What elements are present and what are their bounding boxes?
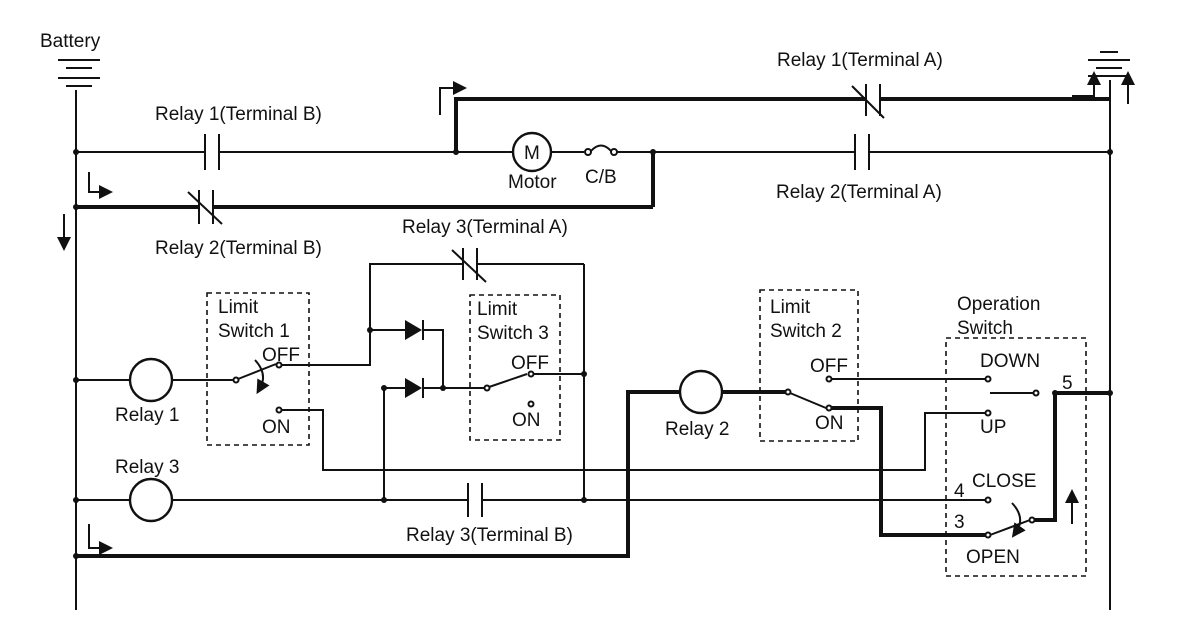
relay3-terminal-b-label: Relay 3(Terminal B) (406, 525, 573, 546)
relay1-terminal-b-no-contact (204, 134, 220, 170)
operation-switch-label-line1: Operation (957, 294, 1040, 315)
limit-switch-2-on-label: ON (815, 413, 844, 434)
battery-label: Battery (40, 31, 101, 52)
arrow-icon (439, 81, 467, 115)
operation-switch-label-line2: Switch (957, 318, 1013, 339)
relay3-coil (128, 477, 174, 523)
terminal-3-label: 3 (954, 512, 965, 533)
terminal-4-label: 4 (954, 481, 965, 502)
motor-symbol-label: M (524, 143, 540, 164)
limit-switch-1 (206, 292, 310, 446)
relay3-coil-label: Relay 3 (115, 457, 179, 478)
limit-switch-1-label-line2: Switch 1 (218, 321, 290, 342)
operation-switch (945, 337, 1087, 577)
relay2-terminal-b-nc-contact (187, 190, 223, 225)
arrow-icon (88, 524, 113, 555)
terminal-5-label: 5 (1062, 373, 1073, 394)
relay3-terminal-a-nc-contact (451, 248, 487, 283)
relay1-terminal-a-label: Relay 1(Terminal A) (777, 50, 943, 71)
limit-switch-2-off-label: OFF (810, 356, 848, 377)
limit-switch-2-label-line1: Limit (770, 297, 811, 318)
operation-switch-down-label: DOWN (980, 351, 1040, 372)
relay3-terminal-b-no-contact (467, 483, 483, 517)
limit-switch-3-on-label: ON (512, 410, 541, 431)
relay1-coil-label: Relay 1 (115, 405, 179, 426)
relay1-terminal-a-nc-contact (851, 84, 885, 119)
relay2-terminal-b-label: Relay 2(Terminal B) (155, 238, 322, 259)
limit-switch-3-label-line1: Limit (477, 299, 518, 320)
relay1-terminal-b-label: Relay 1(Terminal B) (155, 104, 322, 125)
diode-upper (405, 320, 424, 340)
limit-switch-3 (469, 294, 561, 441)
relay2-coil (678, 369, 724, 415)
relay3-terminal-a-label: Relay 3(Terminal A) (402, 217, 568, 238)
limit-switch-3-off-label: OFF (511, 353, 549, 374)
limit-switch-2-label-line2: Switch 2 (770, 321, 842, 342)
diode-lower (405, 378, 424, 398)
limit-switch-1-off-label: OFF (262, 345, 300, 366)
limit-switch-1-label-line1: Limit (218, 297, 259, 318)
arrow-icon (1072, 71, 1101, 97)
arrow-icon (88, 172, 113, 199)
circuit-breaker-label: C/B (585, 167, 617, 188)
relay2-coil-label: Relay 2 (665, 419, 729, 440)
battery-right (1088, 51, 1130, 77)
relay1-coil (128, 357, 174, 403)
operation-switch-close-label: CLOSE (972, 471, 1036, 492)
relay2-terminal-a-label: Relay 2(Terminal A) (776, 182, 942, 203)
motor-label: Motor (508, 172, 557, 193)
wire-relay1-terminal-a (454, 97, 866, 152)
wire-relay2-coil (76, 390, 680, 558)
limit-switch-3-label-line2: Switch 3 (477, 323, 549, 344)
operation-switch-up-label: UP (980, 417, 1006, 438)
operation-switch-open-label: OPEN (966, 547, 1020, 568)
circuit-breaker (584, 144, 618, 156)
limit-switch-1-on-label: ON (262, 417, 291, 438)
battery-left (58, 59, 100, 87)
relay2-terminal-a-no-contact (854, 134, 870, 170)
limit-switch-2 (759, 289, 859, 442)
